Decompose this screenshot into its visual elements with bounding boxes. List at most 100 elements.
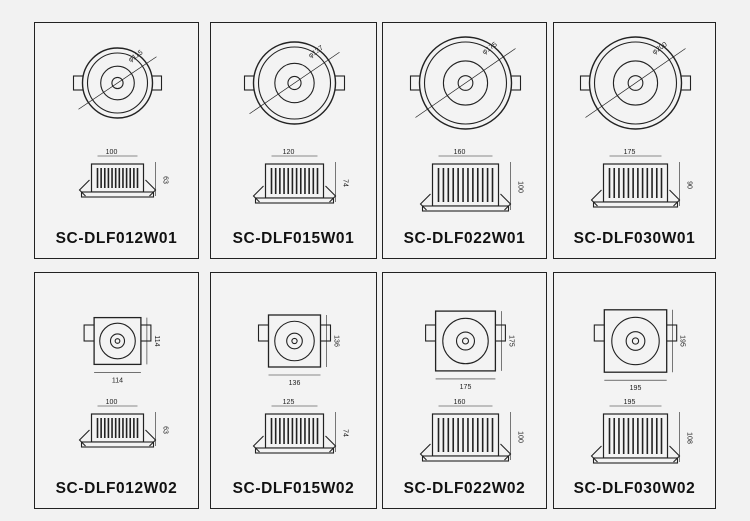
led-lens — [291, 337, 298, 345]
outer-ring — [274, 320, 315, 362]
top-view: 136 136 — [257, 314, 340, 387]
height-dim-label: 90 — [686, 181, 693, 189]
reflector-ring — [455, 331, 476, 351]
side-dim-right: 114 — [153, 335, 160, 346]
left-spring — [252, 185, 264, 203]
outer-ring — [611, 316, 660, 366]
heat-sink — [602, 163, 669, 203]
inner-ring — [86, 52, 149, 114]
led-lens — [111, 76, 124, 90]
drawing: φ175 160 100 — [409, 36, 524, 212]
trim-flange — [592, 457, 679, 464]
left-spring — [252, 435, 264, 453]
top-view: φ175 — [409, 36, 522, 130]
side-dim-bottom: 136 — [289, 380, 301, 387]
heat-sink — [90, 413, 145, 443]
left-spring — [78, 179, 90, 197]
left-spring — [419, 193, 431, 211]
left-spring — [419, 443, 431, 461]
model-label: SC-DLF030W01 — [573, 230, 696, 247]
reflector-ring — [612, 60, 659, 106]
left-spring — [590, 445, 602, 463]
trim-flange — [421, 205, 510, 212]
product-panel-3: φ175 160 100 SC-DLF022W01 — [382, 22, 547, 259]
fins — [96, 168, 139, 188]
model-label: SC-DLF022W01 — [403, 230, 526, 247]
model-label: SC-DLF012W01 — [55, 230, 178, 247]
square-frame — [603, 309, 668, 373]
side-dim-right: 195 — [679, 335, 686, 347]
top-view: 175 175 — [425, 310, 514, 391]
heat-sink — [431, 413, 500, 457]
width-dim-label: 195 — [624, 399, 636, 406]
inner-ring — [593, 41, 678, 125]
heat-sink — [602, 413, 669, 459]
product-panel-6: 136 136 125 74 SC-DLF015W02 — [210, 272, 377, 509]
trim-flange — [254, 197, 335, 204]
led-lens — [631, 337, 640, 345]
width-dim-label: 160 — [454, 399, 466, 406]
reflector-ring — [100, 65, 135, 101]
trim-flange — [421, 455, 510, 462]
model-label: SC-DLF015W01 — [232, 230, 355, 247]
left-spring — [78, 429, 90, 447]
heat-sink — [90, 163, 145, 193]
width-dim-label: 160 — [454, 149, 466, 156]
product-panel-7: 175 175 160 100 SC-DLF022W02 — [382, 272, 547, 509]
drawing: 136 136 125 74 — [252, 314, 349, 454]
heat-sink — [264, 163, 325, 199]
drawing: 175 175 160 100 — [419, 310, 524, 462]
diameter-line — [415, 48, 516, 118]
model-label: SC-DLF022W02 — [403, 480, 526, 497]
height-dim-label: 100 — [517, 431, 524, 443]
diameter-line — [78, 56, 157, 110]
left-spring — [590, 189, 602, 207]
height-dim-label: 100 — [517, 181, 524, 193]
inner-ring — [257, 46, 332, 120]
height-dim-label: 74 — [342, 429, 349, 437]
outer-ring — [442, 317, 489, 365]
width-dim-label: 100 — [106, 149, 118, 156]
side-view: 160 100 — [419, 149, 524, 212]
top-view: 195 195 — [593, 309, 686, 392]
top-view: φ200 — [579, 36, 692, 130]
side-dim-bottom: 195 — [630, 385, 642, 392]
square-frame — [267, 314, 322, 368]
side-dim-right: 136 — [333, 335, 340, 347]
side-dim-bottom: 175 — [460, 384, 472, 391]
fins — [437, 168, 494, 202]
side-dim-bottom: 114 — [112, 377, 123, 384]
model-label: SC-DLF015W02 — [232, 480, 355, 497]
square-frame — [93, 316, 142, 366]
trim-flange — [80, 441, 155, 448]
trim-flange — [80, 191, 155, 198]
top-view: φ115 — [72, 47, 163, 119]
trim-flange — [592, 201, 679, 208]
width-dim-label: 125 — [283, 399, 295, 406]
width-dim-label: 100 — [106, 399, 118, 406]
diameter-line — [585, 48, 686, 118]
fins — [270, 168, 319, 194]
heat-sink — [264, 413, 325, 449]
reflector-ring — [625, 331, 646, 351]
led-lens — [627, 75, 644, 91]
reflector-ring — [274, 62, 315, 104]
heat-sink — [431, 163, 500, 207]
side-dim-right: 175 — [507, 335, 514, 347]
fins — [608, 418, 663, 454]
reflector-ring — [286, 332, 303, 350]
diameter-line — [249, 51, 340, 115]
